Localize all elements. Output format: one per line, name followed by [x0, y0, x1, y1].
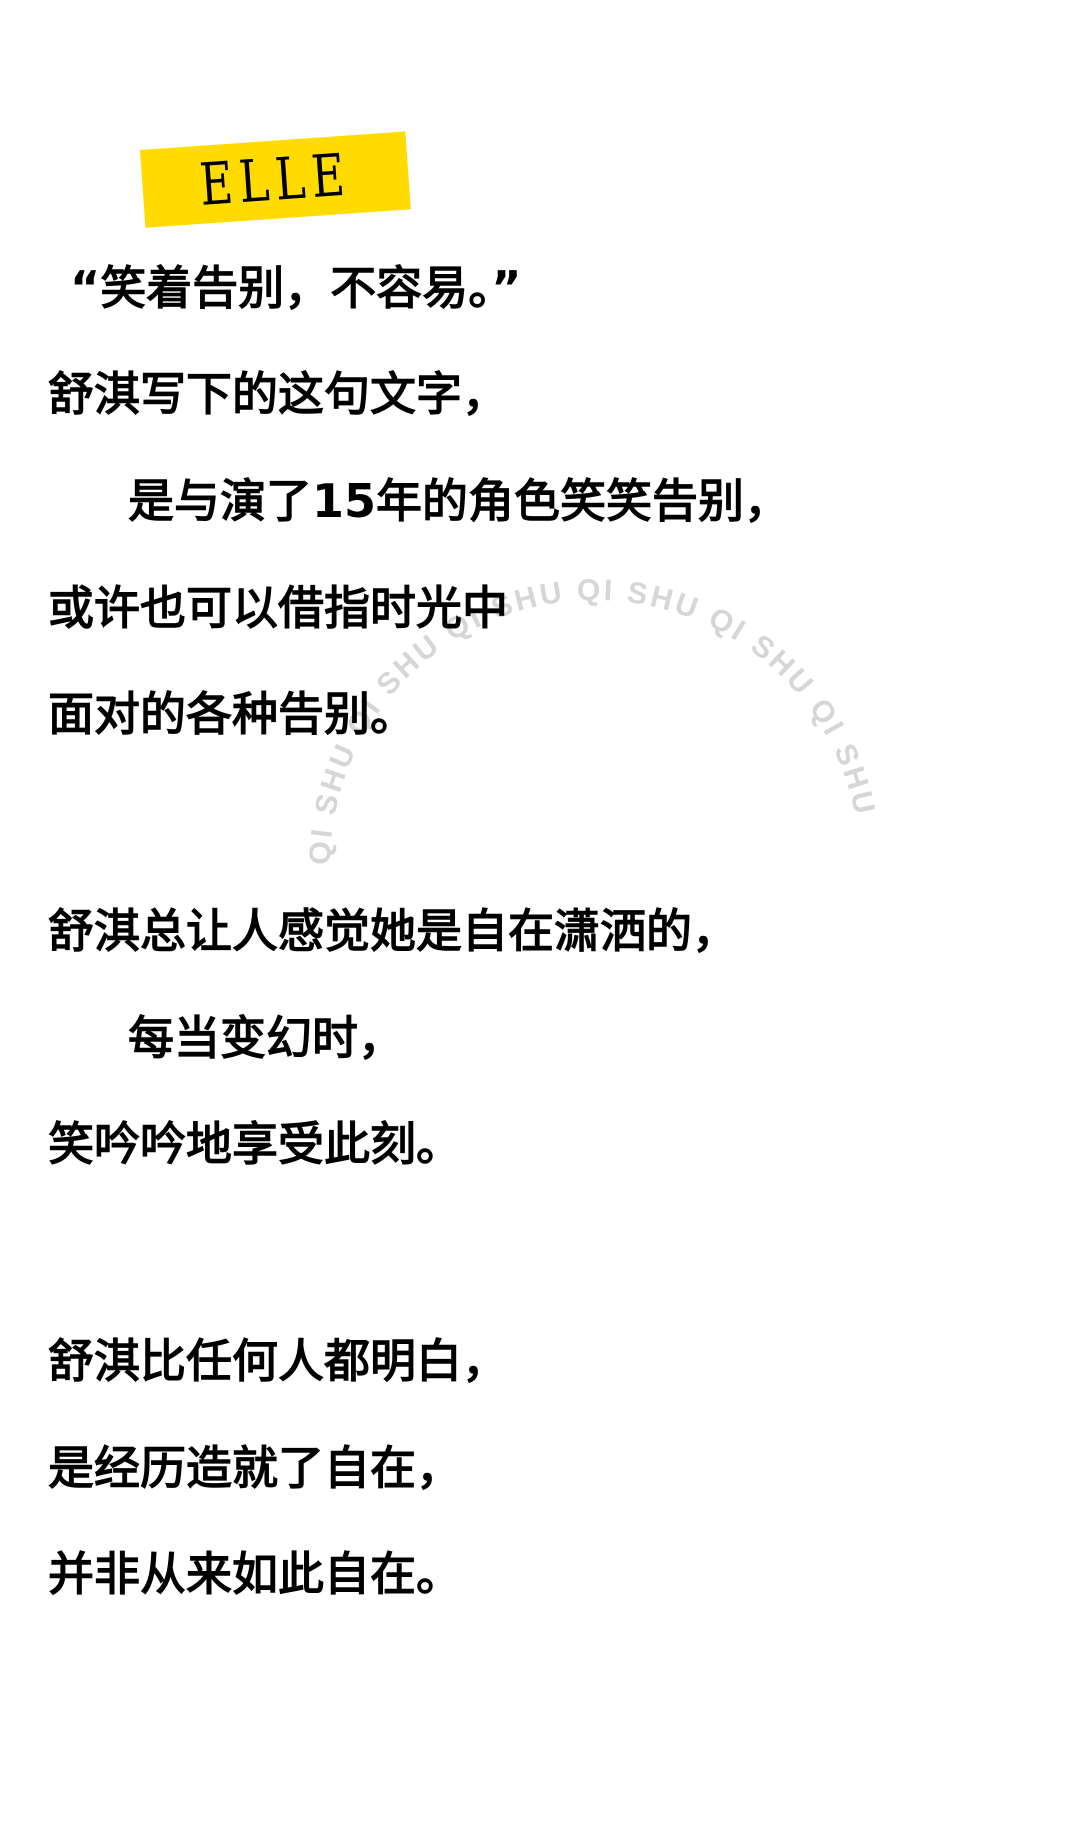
text-line: “笑着告别，不容易。” — [70, 261, 522, 315]
elle-logo-tag: ELLE — [140, 131, 411, 228]
text-line: 舒淇写下的这句文字， — [48, 367, 508, 421]
elle-logo-text: ELLE — [197, 140, 354, 219]
text-line: 并非从来如此自在。 — [48, 1547, 462, 1601]
text-line: 是与演了15年的角色笑笑告别， — [128, 474, 791, 528]
text-line: 是经历造就了自在， — [48, 1441, 462, 1495]
text-line: 舒淇比任何人都明白， — [48, 1334, 508, 1388]
text-line: 舒淇总让人感觉她是自在潇洒的， — [48, 904, 738, 958]
text-line: 每当变幻时， — [128, 1011, 404, 1065]
text-line: 面对的各种告别。 — [48, 687, 416, 741]
text-line: 笑吟吟地享受此刻。 — [48, 1117, 462, 1171]
text-line: 或许也可以借指时光中 — [48, 581, 508, 635]
